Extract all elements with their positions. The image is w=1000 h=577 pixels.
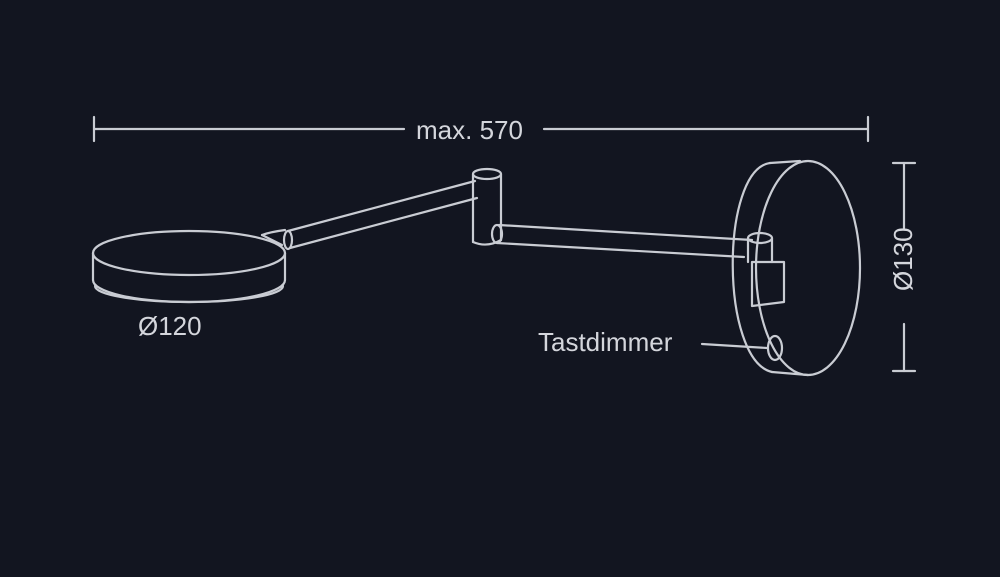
width-dimension-line bbox=[92, 115, 870, 143]
wall-hinge bbox=[746, 231, 786, 308]
height-dimension-line bbox=[891, 161, 917, 373]
shade-diameter-label: Ø120 bbox=[138, 311, 202, 341]
dimmer-label: Tastdimmer bbox=[538, 327, 673, 357]
lamp-shade bbox=[91, 229, 287, 304]
lamp-arm-inner bbox=[490, 223, 754, 259]
lamp-arm-outer bbox=[260, 179, 479, 251]
base-diameter-label: Ø130 bbox=[888, 227, 918, 291]
dimmer-leader-line bbox=[700, 342, 769, 350]
overall-width-label: max. 570 bbox=[412, 117, 527, 143]
elbow-joint bbox=[471, 167, 503, 246]
